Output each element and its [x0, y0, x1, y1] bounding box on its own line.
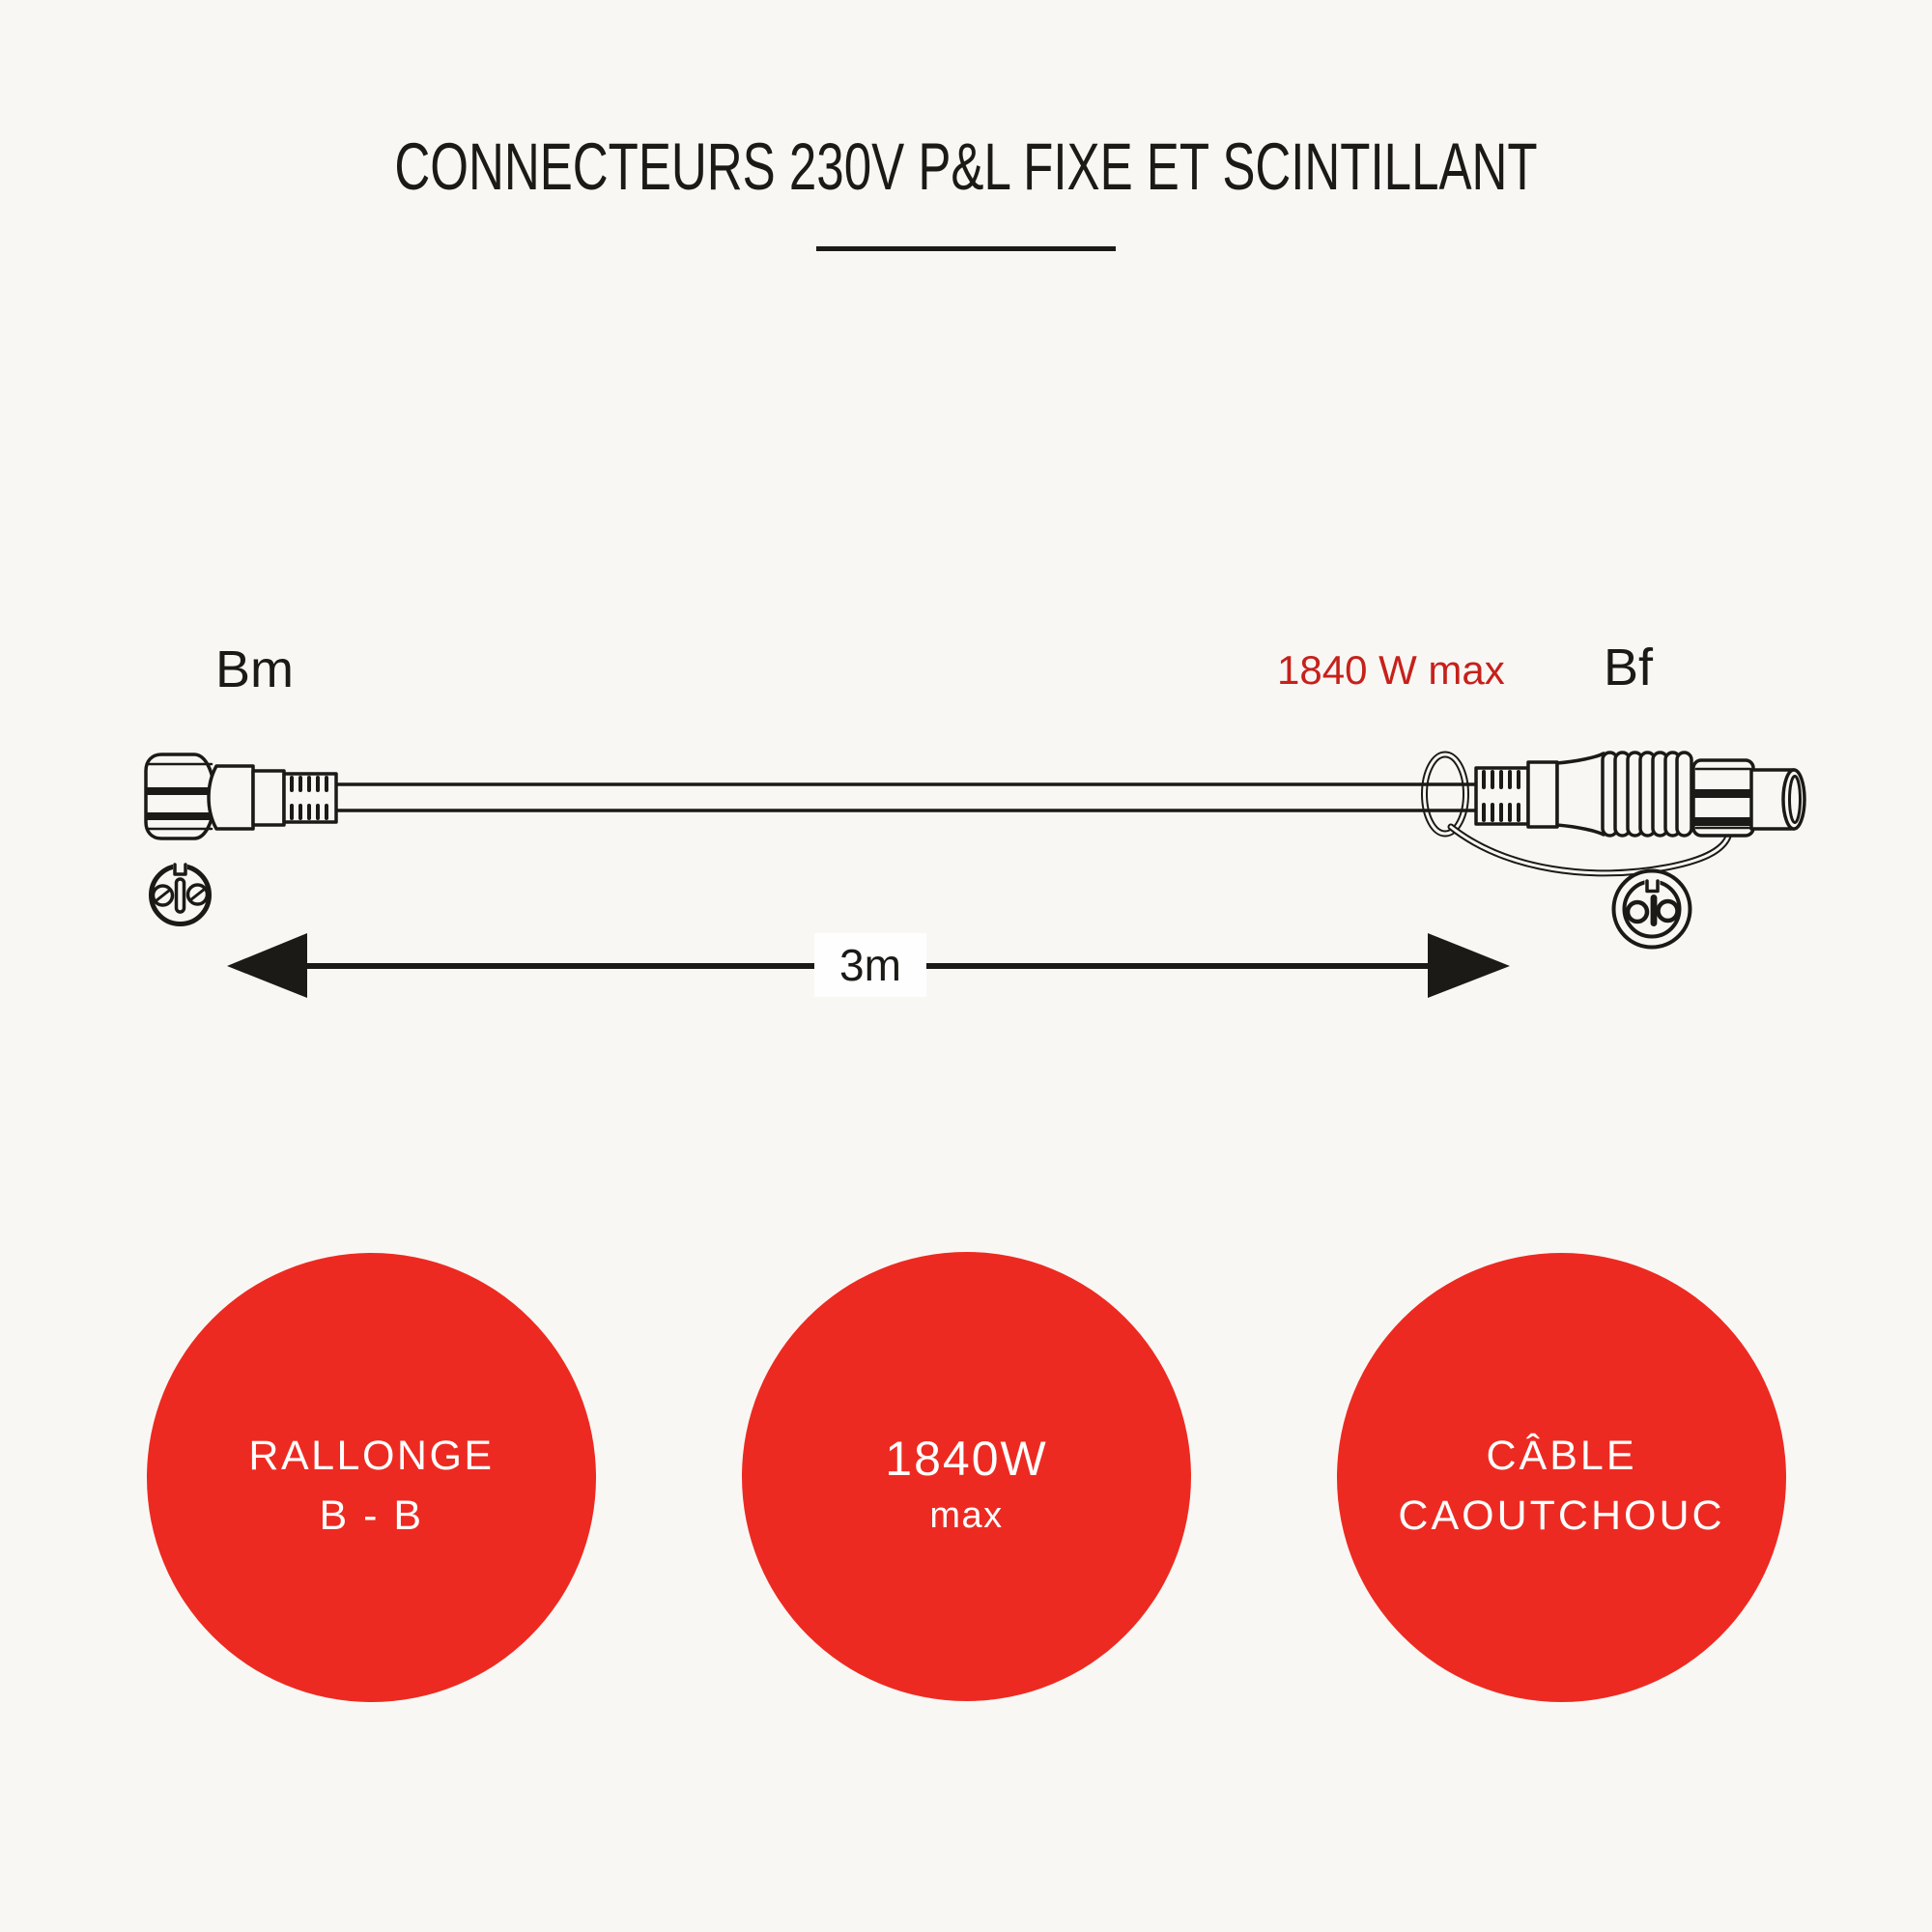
- max-power-note: 1840 W max: [1277, 647, 1505, 693]
- badge-line: RALLONGE: [248, 1432, 495, 1479]
- badge-rallonge: RALLONGE B - B: [147, 1253, 596, 1702]
- badge-line: max: [929, 1494, 1004, 1536]
- female-connector-label: Bf: [1604, 639, 1654, 696]
- female-face-icon: [1611, 868, 1692, 950]
- badge-line: 1840W: [885, 1431, 1048, 1486]
- badge-line: CÂBLE: [1486, 1432, 1637, 1479]
- badge-line: CAOUTCHOUC: [1398, 1492, 1725, 1539]
- title-underline: [816, 246, 1116, 251]
- badge-rubber-cable-text: CÂBLE CAOUTCHOUC: [1398, 1426, 1724, 1546]
- badge-rubber-cable: CÂBLE CAOUTCHOUC: [1337, 1253, 1786, 1702]
- female-connector-drawing: [1474, 751, 1806, 838]
- page-title: CONNECTEURS 230V P&L FIXE ET SCINTILLANT: [394, 129, 1538, 204]
- male-connector-label: Bm: [215, 640, 294, 698]
- badge-max-power: 1840W max: [742, 1252, 1191, 1701]
- cable-lines: [334, 782, 1479, 812]
- cord-loop: [1421, 751, 1732, 877]
- male-connector-drawing: [144, 753, 338, 840]
- badge-line: B - B: [319, 1492, 424, 1539]
- badge-rallonge-text: RALLONGE B - B: [248, 1426, 494, 1546]
- badge-max-power-text: 1840W max: [885, 1428, 1047, 1542]
- male-face-icon: [149, 863, 212, 926]
- length-label: 3m: [814, 933, 926, 997]
